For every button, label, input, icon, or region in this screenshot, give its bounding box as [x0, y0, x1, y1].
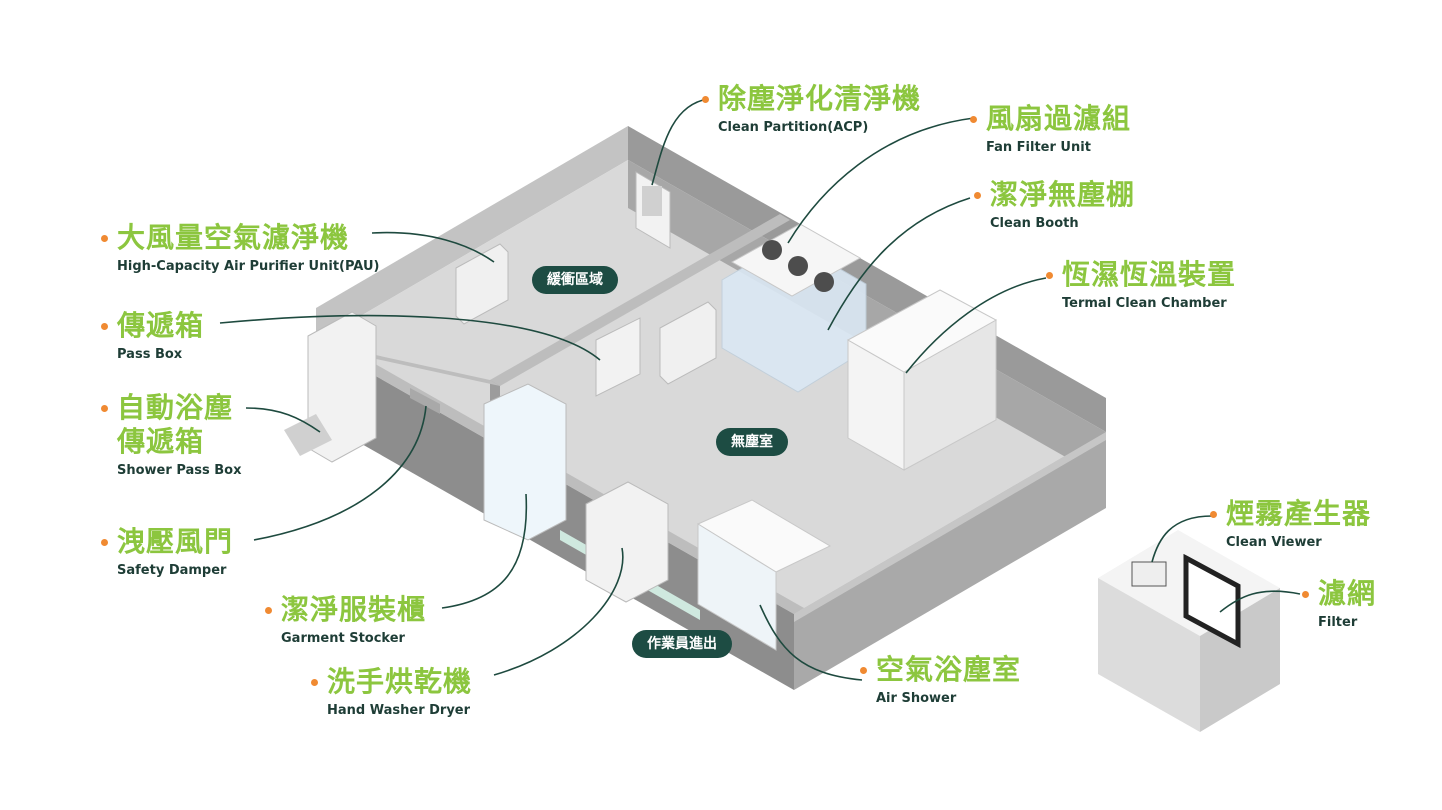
- callout-title: 大風量空氣濾淨機: [117, 221, 350, 254]
- bullet-dot: [101, 405, 108, 412]
- garment-stocker: [483, 383, 567, 541]
- callout-subtitle: Clean Partition(ACP): [718, 120, 869, 135]
- callout-title: 煙霧產生器: [1226, 497, 1372, 530]
- safety-damper: [410, 388, 440, 414]
- callout-title: 傳遞箱: [117, 309, 205, 342]
- bullet-dot: [311, 679, 318, 686]
- wall-top-right: [794, 432, 1106, 622]
- bullet-dot: [101, 235, 108, 242]
- callout-subtitle: High-Capacity Air Purifier Unit(PAU): [117, 259, 380, 274]
- leader-air-shower: [759, 604, 863, 681]
- conveyor: [284, 414, 332, 456]
- callout-subtitle: Hand Washer Dryer: [327, 703, 471, 718]
- callout-hand-washer-dryer: 洗手烘乾機 Hand Washer Dryer: [311, 665, 473, 720]
- partition-buffer-top: [490, 214, 790, 386]
- leader-pau: [371, 231, 495, 263]
- callout-subtitle: Air Shower: [876, 691, 957, 706]
- bullet-dot: [1046, 272, 1053, 279]
- leader-lines: [219, 98, 1301, 681]
- callout-subtitle: Pass Box: [117, 347, 183, 362]
- callout-subtitle: Clean Viewer: [1226, 535, 1322, 550]
- bullet-dot: [1210, 511, 1217, 518]
- leader-filter: [1219, 590, 1301, 613]
- clean-viewer-device: [1131, 561, 1167, 587]
- bullet-dot: [1302, 591, 1309, 598]
- callout-subtitle: Clean Booth: [990, 216, 1079, 231]
- callout-subtitle: Filter: [1318, 615, 1358, 630]
- callout-subtitle: Safety Damper: [117, 563, 227, 578]
- zone-cleanroom-label: 無塵室: [716, 428, 788, 456]
- callout-subtitle: Fan Filter Unit: [986, 140, 1091, 155]
- callout-title-line2: 傳遞箱: [117, 425, 205, 458]
- callout-title: 濾網: [1318, 577, 1377, 610]
- leader-chamber: [905, 277, 1047, 374]
- leader-passbox: [219, 314, 601, 361]
- callout-title: 空氣浴塵室: [876, 653, 1022, 686]
- leader-ffu: [787, 117, 975, 244]
- callout-subtitle: Garment Stocker: [281, 631, 405, 646]
- callout-title: 恆濕恆溫裝置: [1062, 258, 1237, 291]
- zone-buffer-label: 緩衝區域: [532, 266, 618, 294]
- callout-title: 潔淨無塵棚: [990, 178, 1136, 211]
- bullet-dot: [974, 192, 981, 199]
- bullet-dot: [101, 323, 108, 330]
- callout-air-shower: 空氣浴塵室 Air Shower: [860, 653, 1022, 708]
- callout-subtitle: Termal Clean Chamber: [1062, 296, 1227, 311]
- callout-clean-booth: 潔淨無塵棚 Clean Booth: [974, 178, 1136, 233]
- thermal-chamber-top: [846, 289, 998, 373]
- viewer-block-left: [1098, 578, 1200, 732]
- callout-pau: 大風量空氣濾淨機 High-Capacity Air Purifier Unit…: [101, 221, 380, 276]
- callout-title-line1: 自動浴塵: [117, 391, 234, 424]
- callout-ffu: 風扇過濾組 Fan Filter Unit: [970, 102, 1132, 157]
- hand-washer-dryer: [585, 481, 669, 603]
- pau-unit-2: [659, 301, 717, 385]
- back-left-wall: [316, 126, 628, 342]
- callout-pass-box: 傳遞箱 Pass Box: [101, 309, 205, 364]
- leader-booth: [827, 197, 971, 331]
- callout-title: 潔淨服裝櫃: [281, 593, 427, 626]
- callout-acp: 除塵淨化清淨機 Clean Partition(ACP): [702, 82, 922, 137]
- leader-clean-viewer: [1151, 515, 1213, 563]
- callout-title: 風扇過濾組: [986, 102, 1132, 135]
- callout-safety-damper: 洩壓風門 Safety Damper: [101, 525, 234, 580]
- pau-unit-1: [455, 243, 509, 325]
- leader-damper: [253, 405, 427, 541]
- floor: [316, 160, 1106, 614]
- callout-shower-pass-box: 自動浴塵 傳遞箱 Shower Pass Box: [101, 391, 242, 480]
- air-shower-front: [697, 523, 777, 651]
- callout-garment-stocker: 潔淨服裝櫃 Garment Stocker: [265, 593, 427, 648]
- bullet-dot: [860, 667, 867, 674]
- bullet-dot: [702, 96, 709, 103]
- callout-title: 洗手烘乾機: [327, 665, 473, 698]
- filter-frame: [1183, 553, 1241, 649]
- zone-entry-label: 作業員進出: [632, 630, 732, 658]
- bullet-dot: [970, 116, 977, 123]
- leader-garment: [441, 493, 528, 609]
- pass-box: [595, 317, 641, 397]
- bullet-dot: [101, 539, 108, 546]
- callout-subtitle: Shower Pass Box: [117, 463, 242, 478]
- callout-thermal-chamber: 恆濕恆溫裝置 Termal Clean Chamber: [1046, 258, 1237, 313]
- front-right-wall: [794, 432, 1106, 690]
- callout-clean-viewer: 煙霧產生器 Clean Viewer: [1210, 497, 1372, 552]
- bullet-dot: [265, 607, 272, 614]
- callout-title: 除塵淨化清淨機: [718, 82, 922, 115]
- callout-filter: 濾網 Filter: [1302, 577, 1377, 632]
- leader-acp: [651, 98, 709, 186]
- leader-hand-dryer: [493, 547, 624, 676]
- leader-shower-passbox: [245, 407, 321, 433]
- callout-title: 洩壓風門: [117, 525, 234, 558]
